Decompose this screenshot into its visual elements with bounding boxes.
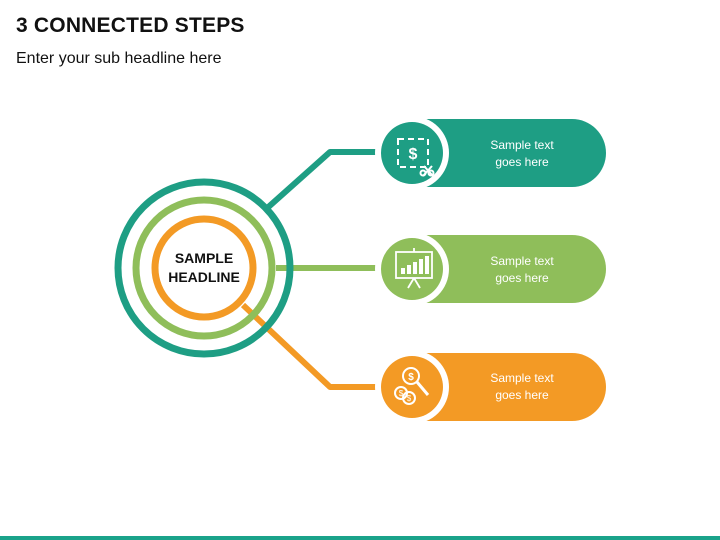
page-subtitle: Enter your sub headline here <box>16 50 222 67</box>
center-headline-line1: SAMPLE <box>175 250 233 266</box>
step-3-text-line1: Sample text <box>490 371 554 385</box>
inner-ring-orange <box>151 215 257 321</box>
middle-ring-green <box>132 196 276 340</box>
step-3: $ $ $ Sample text goes here <box>375 350 606 424</box>
step-3-pill <box>420 353 606 421</box>
step-3-text-line2: goes here <box>495 388 549 402</box>
outer-ring-teal <box>114 178 294 358</box>
step-1: $ Sample text goes here <box>375 116 606 190</box>
step-2-text-line1: Sample text <box>490 254 554 268</box>
coins-magnifier-icon: $ $ $ <box>394 367 430 405</box>
svg-text:$: $ <box>407 394 412 403</box>
svg-text:$: $ <box>409 146 418 163</box>
step-1-text-line1: Sample text <box>490 138 554 152</box>
step-1-text-line2: goes here <box>495 155 549 169</box>
svg-text:$: $ <box>408 372 414 383</box>
step-2-pill <box>420 235 606 303</box>
page-title: 3 CONNECTED STEPS <box>16 14 245 37</box>
center-headline-line2: HEADLINE <box>168 269 240 285</box>
step-1-pill <box>420 119 606 187</box>
footer-bar <box>0 536 720 540</box>
step-2: Sample text goes here <box>375 232 606 306</box>
step-3-icon-circle <box>381 356 443 418</box>
step-2-icon-circle <box>381 238 443 300</box>
svg-text:$: $ <box>399 389 404 398</box>
step-2-text-line2: goes here <box>495 271 549 285</box>
dollar-scissors-icon: $ <box>397 138 435 177</box>
presentation-chart-icon <box>395 248 433 289</box>
